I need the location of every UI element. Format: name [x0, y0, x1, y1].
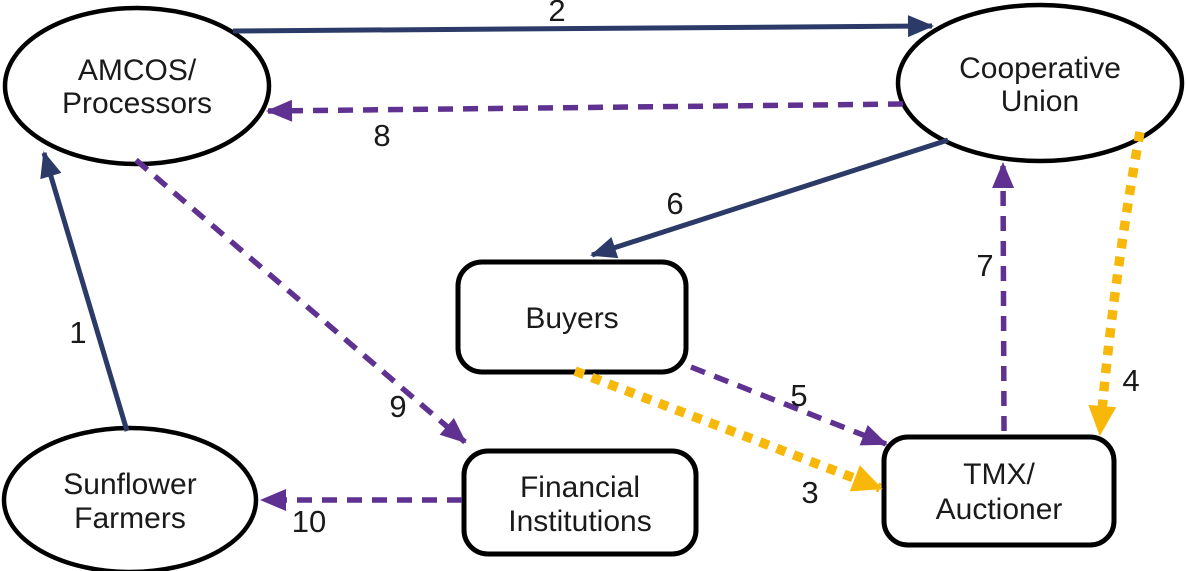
node-tmx-auctioner-label-line1: TMX/ — [963, 458, 1035, 491]
edge-6-label: 6 — [666, 186, 683, 221]
node-sunflower-farmers-shape — [1, 425, 259, 571]
node-financial-institutions-shape — [461, 448, 699, 557]
node-tmx-auctioner-label-line2: Auctioner — [936, 493, 1063, 526]
node-amcos-processors-label-line2: Processors — [62, 87, 212, 120]
node-cooperative-union-shape — [895, 2, 1185, 164]
edge-5-label: 5 — [790, 378, 807, 413]
node-cooperative-union-label-line1: Cooperative — [959, 52, 1121, 85]
edge-10-label: 10 — [292, 504, 326, 539]
edge-1-arrow — [40, 151, 130, 432]
node-financial-institutions-label-line2: Institutions — [508, 505, 651, 538]
node-sunflower-farmers-label-line2: Farmers — [74, 502, 186, 535]
edge-9-arrow — [134, 157, 467, 445]
edge-3-label: 3 — [801, 475, 818, 510]
edge-9-label: 9 — [389, 389, 406, 424]
node-buyers-shape — [455, 259, 689, 375]
edge-7-arrow — [992, 162, 1015, 432]
edge-5-arrow — [689, 364, 888, 447]
edge-8-arrow — [266, 99, 904, 122]
node-buyers-label-line1: Buyers — [525, 302, 618, 335]
edge-1-label: 1 — [69, 315, 86, 350]
edge-2-arrow — [232, 15, 934, 38]
edge-4-label: 4 — [1122, 363, 1139, 398]
node-cooperative-union: Cooperative Union — [895, 2, 1185, 164]
node-tmx-auctioner-shape — [881, 434, 1117, 548]
edge-2-label: 2 — [548, 0, 565, 28]
edge-4-arrow — [1088, 131, 1145, 436]
node-sunflower-farmers: Sunflower Farmers — [1, 425, 259, 571]
edge-3-arrow — [573, 366, 883, 493]
node-amcos-processors: AMCOS/ Processors — [2, 5, 272, 167]
node-tmx-auctioner: TMX/ Auctioner — [881, 434, 1117, 548]
node-cooperative-union-label-line2: Union — [1001, 85, 1079, 118]
node-buyers: Buyers — [455, 259, 689, 375]
edge-7-label: 7 — [976, 248, 993, 283]
node-financial-institutions: Financial Institutions — [461, 448, 699, 557]
node-sunflower-farmers-label-line1: Sunflower — [63, 468, 196, 501]
node-financial-institutions-label-line1: Financial — [520, 471, 640, 504]
edge-6-arrow — [590, 137, 949, 259]
edge-8-label: 8 — [373, 118, 390, 153]
node-amcos-processors-label-line1: AMCOS/ — [78, 54, 197, 87]
